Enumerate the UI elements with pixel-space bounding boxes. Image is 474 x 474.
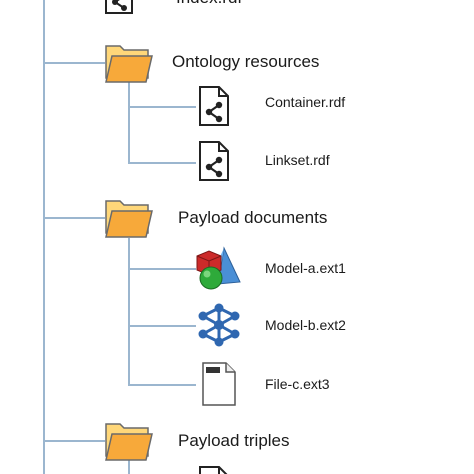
file-label-container[interactable]: Container.rdf xyxy=(265,94,346,110)
branch-line-ontology xyxy=(43,62,105,64)
file-label-linkset[interactable]: Linkset.rdf xyxy=(265,152,330,168)
branch-line-payload-triples xyxy=(43,440,105,442)
file-label-model-a[interactable]: Model-a.ext1 xyxy=(265,260,346,276)
rdf-file-icon[interactable] xyxy=(198,466,230,474)
folder-icon[interactable] xyxy=(104,420,154,462)
3d-shapes-icon[interactable] xyxy=(194,246,242,292)
folder-label-ontology-resources[interactable]: Ontology resources xyxy=(172,52,320,71)
top-item-label[interactable]: Index.rdf xyxy=(176,0,242,8)
child-line-model-b xyxy=(128,325,196,327)
file-label-file-c[interactable]: File-c.ext3 xyxy=(265,376,330,392)
folder-label-payload-triples[interactable]: Payload triples xyxy=(178,431,290,450)
file-icon[interactable] xyxy=(201,362,237,406)
file-label-model-b[interactable]: Model-b.ext2 xyxy=(265,317,346,333)
folder-label-payload-documents[interactable]: Payload documents xyxy=(178,208,328,227)
triples-subtrunk-line xyxy=(128,460,130,474)
child-line-file-c xyxy=(128,384,196,386)
branch-line-payload-documents xyxy=(43,217,105,219)
child-line-linkset xyxy=(128,162,196,164)
rdf-file-icon[interactable] xyxy=(104,0,134,14)
ontology-subtrunk-line xyxy=(128,82,130,164)
rdf-file-icon[interactable] xyxy=(198,86,230,126)
payload-subtrunk-line xyxy=(128,238,130,386)
rdf-file-icon[interactable] xyxy=(198,141,230,181)
child-line-model-a xyxy=(128,268,196,270)
molecule-network-icon[interactable] xyxy=(196,302,242,348)
folder-icon[interactable] xyxy=(104,42,154,84)
main-trunk-line xyxy=(43,0,45,474)
child-line-container xyxy=(128,106,196,108)
folder-icon[interactable] xyxy=(104,197,154,239)
